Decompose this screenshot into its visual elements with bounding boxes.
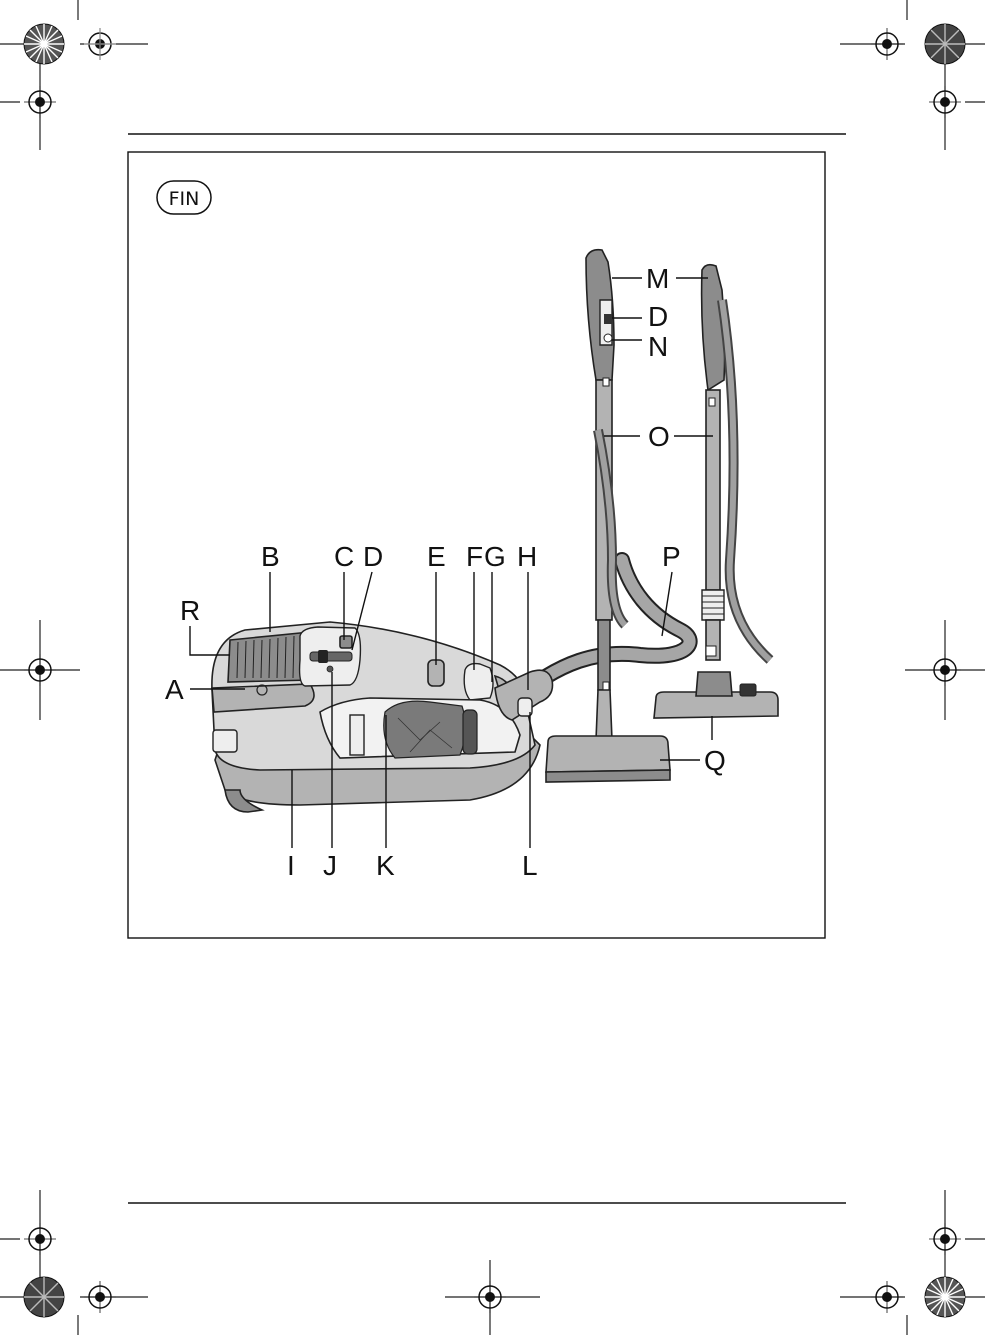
callout-g: G bbox=[484, 541, 506, 572]
tube-left-lower bbox=[598, 620, 610, 690]
callout-e: E bbox=[427, 541, 446, 572]
callout-p: P bbox=[662, 541, 681, 572]
bag-frame bbox=[463, 710, 477, 754]
crosshair-target bbox=[474, 1281, 506, 1313]
filter-indicator bbox=[327, 666, 333, 672]
slider-knob bbox=[318, 650, 328, 663]
callout-h: H bbox=[517, 541, 537, 572]
crosshair-target bbox=[929, 654, 961, 686]
crosshair-target bbox=[24, 86, 56, 118]
crosshair-target bbox=[24, 654, 56, 686]
starburst-target bbox=[24, 24, 64, 64]
callout-d2: D bbox=[648, 301, 668, 332]
callout-b: B bbox=[261, 541, 280, 572]
language-badge: FIN bbox=[157, 181, 211, 214]
vacuum-cleaner-illustration bbox=[212, 250, 778, 812]
nozzle-joint bbox=[696, 672, 732, 696]
cord-rewind-pedal bbox=[213, 730, 237, 752]
handle-button bbox=[604, 334, 612, 342]
callout-j: J bbox=[323, 850, 337, 881]
callout-r: R bbox=[180, 595, 200, 626]
callout-n: N bbox=[648, 331, 668, 362]
power-button bbox=[340, 636, 352, 648]
callout-c: C bbox=[334, 541, 354, 572]
dust-bag bbox=[384, 701, 466, 758]
callout-i: I bbox=[287, 850, 295, 881]
callout-d: D bbox=[363, 541, 383, 572]
bag-holder bbox=[350, 715, 364, 755]
telescopic-joint bbox=[702, 590, 724, 620]
starburst-target bbox=[24, 1277, 64, 1317]
crosshair-target bbox=[84, 28, 116, 60]
crosshair-target bbox=[929, 86, 961, 118]
crosshair-target bbox=[24, 1223, 56, 1255]
crosshair-target bbox=[871, 28, 903, 60]
crosshair-target bbox=[871, 1281, 903, 1313]
crosshair-target bbox=[929, 1223, 961, 1255]
callout-a: A bbox=[165, 674, 184, 705]
language-badge-text: FIN bbox=[169, 188, 200, 210]
callout-m: M bbox=[646, 263, 669, 294]
crosshair-target bbox=[84, 1281, 116, 1313]
callout-o: O bbox=[648, 421, 670, 452]
nozzle-pedal bbox=[740, 684, 756, 696]
floor-nozzle-left bbox=[546, 736, 670, 772]
starburst-target bbox=[925, 1277, 965, 1317]
suction-slider bbox=[310, 652, 352, 661]
starburst-target bbox=[925, 24, 965, 64]
callout-q: Q bbox=[704, 745, 726, 776]
handle-slider bbox=[604, 314, 612, 324]
callout-l: L bbox=[522, 850, 538, 881]
tube-right bbox=[706, 390, 720, 590]
callout-k: K bbox=[376, 850, 395, 881]
callout-f: F bbox=[466, 541, 483, 572]
bag-cover-latch bbox=[464, 664, 493, 700]
